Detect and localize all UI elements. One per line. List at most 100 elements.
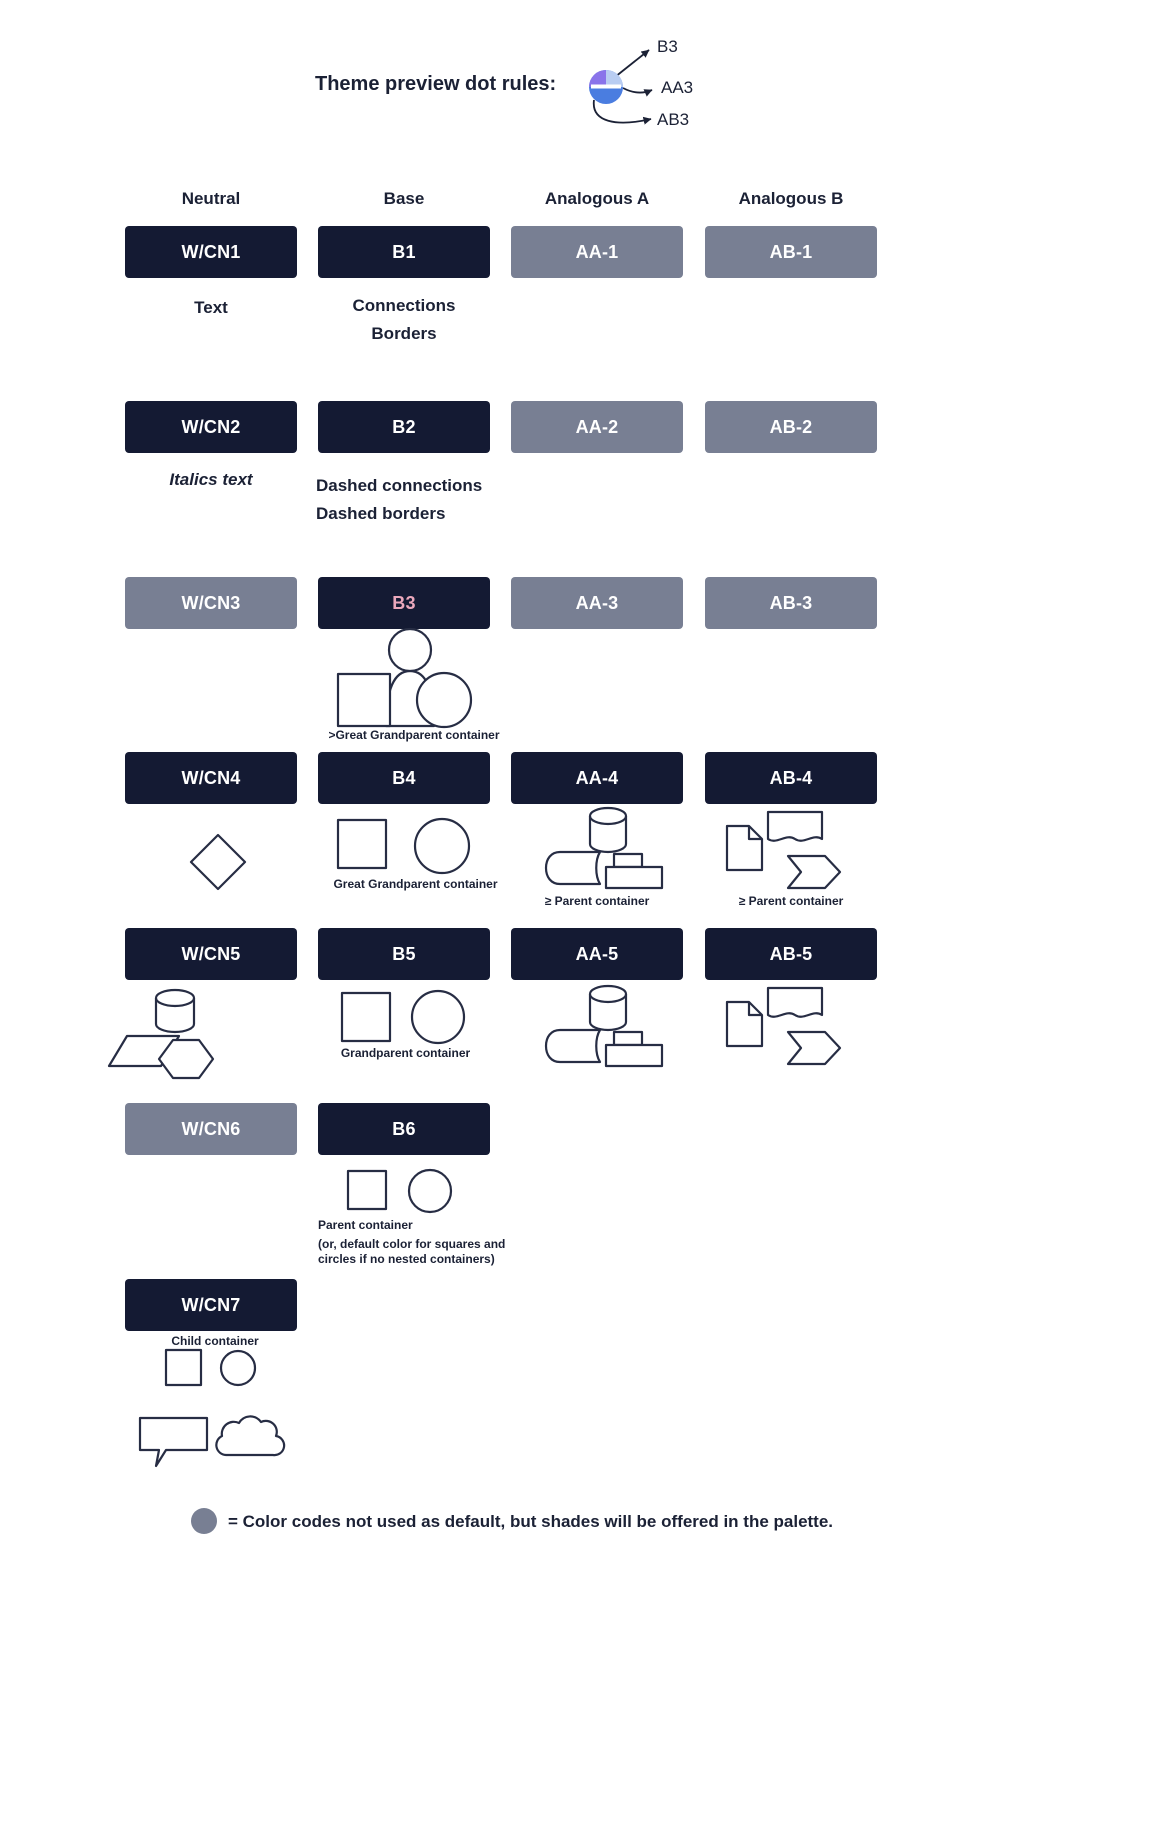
theme-preview-dot-icon: [589, 70, 623, 104]
swatch-aa4: AA-4: [511, 752, 683, 804]
note-b1: Connections Borders: [304, 292, 504, 348]
wavy-document-shape: [766, 986, 824, 1018]
cloud-shape: [215, 1415, 286, 1457]
note-wcn1: Text: [194, 298, 228, 317]
hexagon-shape: [157, 1038, 215, 1080]
tab-rect-shape: [612, 1030, 644, 1047]
wavy-document-shape: [766, 810, 824, 842]
swatch-aa1: AA-1: [511, 226, 683, 278]
swatch-aa5: AA-5: [511, 928, 683, 980]
square-shape: [336, 672, 392, 728]
swatch-b5: B5: [318, 928, 490, 980]
circle-shape: [413, 817, 471, 875]
dot-rule-label-b3: B3: [657, 37, 678, 56]
swatch-ab2: AB-2: [705, 401, 877, 453]
note-b2: Dashed connections Dashed borders: [316, 472, 516, 528]
tab-rect-shape: [612, 852, 644, 869]
page-fold-line: [747, 826, 762, 841]
wcn5-shape-group: [107, 988, 215, 1080]
note-b1-line1: Connections: [352, 296, 456, 315]
column-header-neutral: Neutral: [181, 189, 241, 208]
wcn7-shape-group: [164, 1348, 257, 1387]
stored-data-shape: [544, 1028, 602, 1064]
caption-aa4: ≥ Parent container: [544, 894, 650, 908]
cylinder-shape: [588, 994, 628, 1032]
aa5-shape-group: [544, 984, 664, 1068]
ab5-shape-group: [725, 986, 842, 1066]
circle-shape: [407, 1168, 453, 1214]
person-head-shape: [387, 627, 433, 673]
swatch-b6: B6: [318, 1103, 490, 1155]
cylinder-top-shape: [588, 984, 628, 1004]
dot-rule-label-ab3: AB3: [657, 110, 690, 129]
caption-b6: Parent container (or, default color for …: [318, 1218, 568, 1267]
circle-shape: [410, 989, 466, 1045]
arrow-to-aa3: [622, 87, 653, 97]
swatch-wcn7: W/CN7: [125, 1279, 297, 1331]
swatch-ab1: AB-1: [705, 226, 877, 278]
note-b1-line2: Borders: [371, 324, 437, 343]
b3-shape-group: [336, 627, 473, 729]
caption-b5: Grandparent container: [340, 1046, 471, 1060]
square-shape: [346, 1169, 388, 1211]
swatch-wcn1: W/CN1: [125, 226, 297, 278]
swatch-b4: B4: [318, 752, 490, 804]
swatch-ab4: AB-4: [705, 752, 877, 804]
page-title: Theme preview dot rules:: [315, 73, 557, 95]
note-b2-line2: Dashed borders: [316, 504, 446, 523]
swatch-aa3: AA-3: [511, 577, 683, 629]
swatch-wcn3: W/CN3: [125, 577, 297, 629]
swatch-aa2: AA-2: [511, 401, 683, 453]
swatch-b1: B1: [318, 226, 490, 278]
dot-rules-figure: [589, 49, 653, 125]
diamond-shape: [189, 833, 247, 891]
square-shape: [164, 1348, 203, 1387]
chevron-shape: [786, 854, 842, 890]
square-shape: [340, 991, 392, 1043]
caption-ab4: ≥ Parent container: [738, 894, 844, 908]
swatch-ab3: AB-3: [705, 577, 877, 629]
swatch-wcn5: W/CN5: [125, 928, 297, 980]
b5-shape-group: [340, 989, 466, 1045]
caption-b3: >Great Grandparent container: [328, 728, 500, 742]
cylinder-shape: [588, 816, 628, 854]
caption-b6-line3: circles if no nested containers): [318, 1252, 495, 1266]
swatch-ab5: AB-5: [705, 928, 877, 980]
wcn4-shape-group: [189, 833, 247, 891]
chevron-shape: [786, 1030, 842, 1066]
column-header-analogous-a: Analogous A: [544, 189, 650, 208]
cylinder-top-shape: [588, 806, 628, 826]
legend-text: = Color codes not used as default, but s…: [228, 1512, 834, 1531]
page-fold-line: [747, 1002, 762, 1017]
caption-b4: Great Grandparent container: [333, 877, 498, 891]
page-shape: [725, 824, 764, 872]
swatch-b3: B3: [318, 577, 490, 629]
square-shape: [336, 818, 388, 870]
page-shape: [725, 1000, 764, 1048]
arrow-to-b3: [614, 49, 650, 78]
aa4-shape-group: [544, 806, 664, 890]
column-header-analogous-b: Analogous B: [738, 189, 844, 208]
dot-rule-label-aa3: AA3: [661, 78, 694, 97]
swatch-b2: B2: [318, 401, 490, 453]
caption-wcn7: Child container: [171, 1334, 259, 1348]
b6-shape-group: [346, 1168, 453, 1214]
caption-b6-line2: (or, default color for squares and: [318, 1237, 506, 1251]
note-b2-line1: Dashed connections: [316, 476, 483, 495]
note-wcn2: Italics text: [169, 470, 253, 489]
wcn7-shape-group-2: [138, 1415, 286, 1468]
speech-bubble-shape: [138, 1416, 209, 1468]
circle-shape: [219, 1349, 257, 1387]
rect-shape: [604, 1043, 664, 1068]
arrow-to-ab3: [593, 99, 652, 125]
ab4-shape-group: [725, 810, 842, 890]
b4-shape-group: [336, 817, 471, 875]
swatch-wcn2: W/CN2: [125, 401, 297, 453]
circle-shape: [415, 671, 473, 729]
column-header-base: Base: [383, 189, 425, 208]
legend-dot: [191, 1508, 217, 1534]
stored-data-shape: [544, 850, 602, 886]
swatch-wcn6: W/CN6: [125, 1103, 297, 1155]
cylinder-shape: [154, 998, 196, 1034]
